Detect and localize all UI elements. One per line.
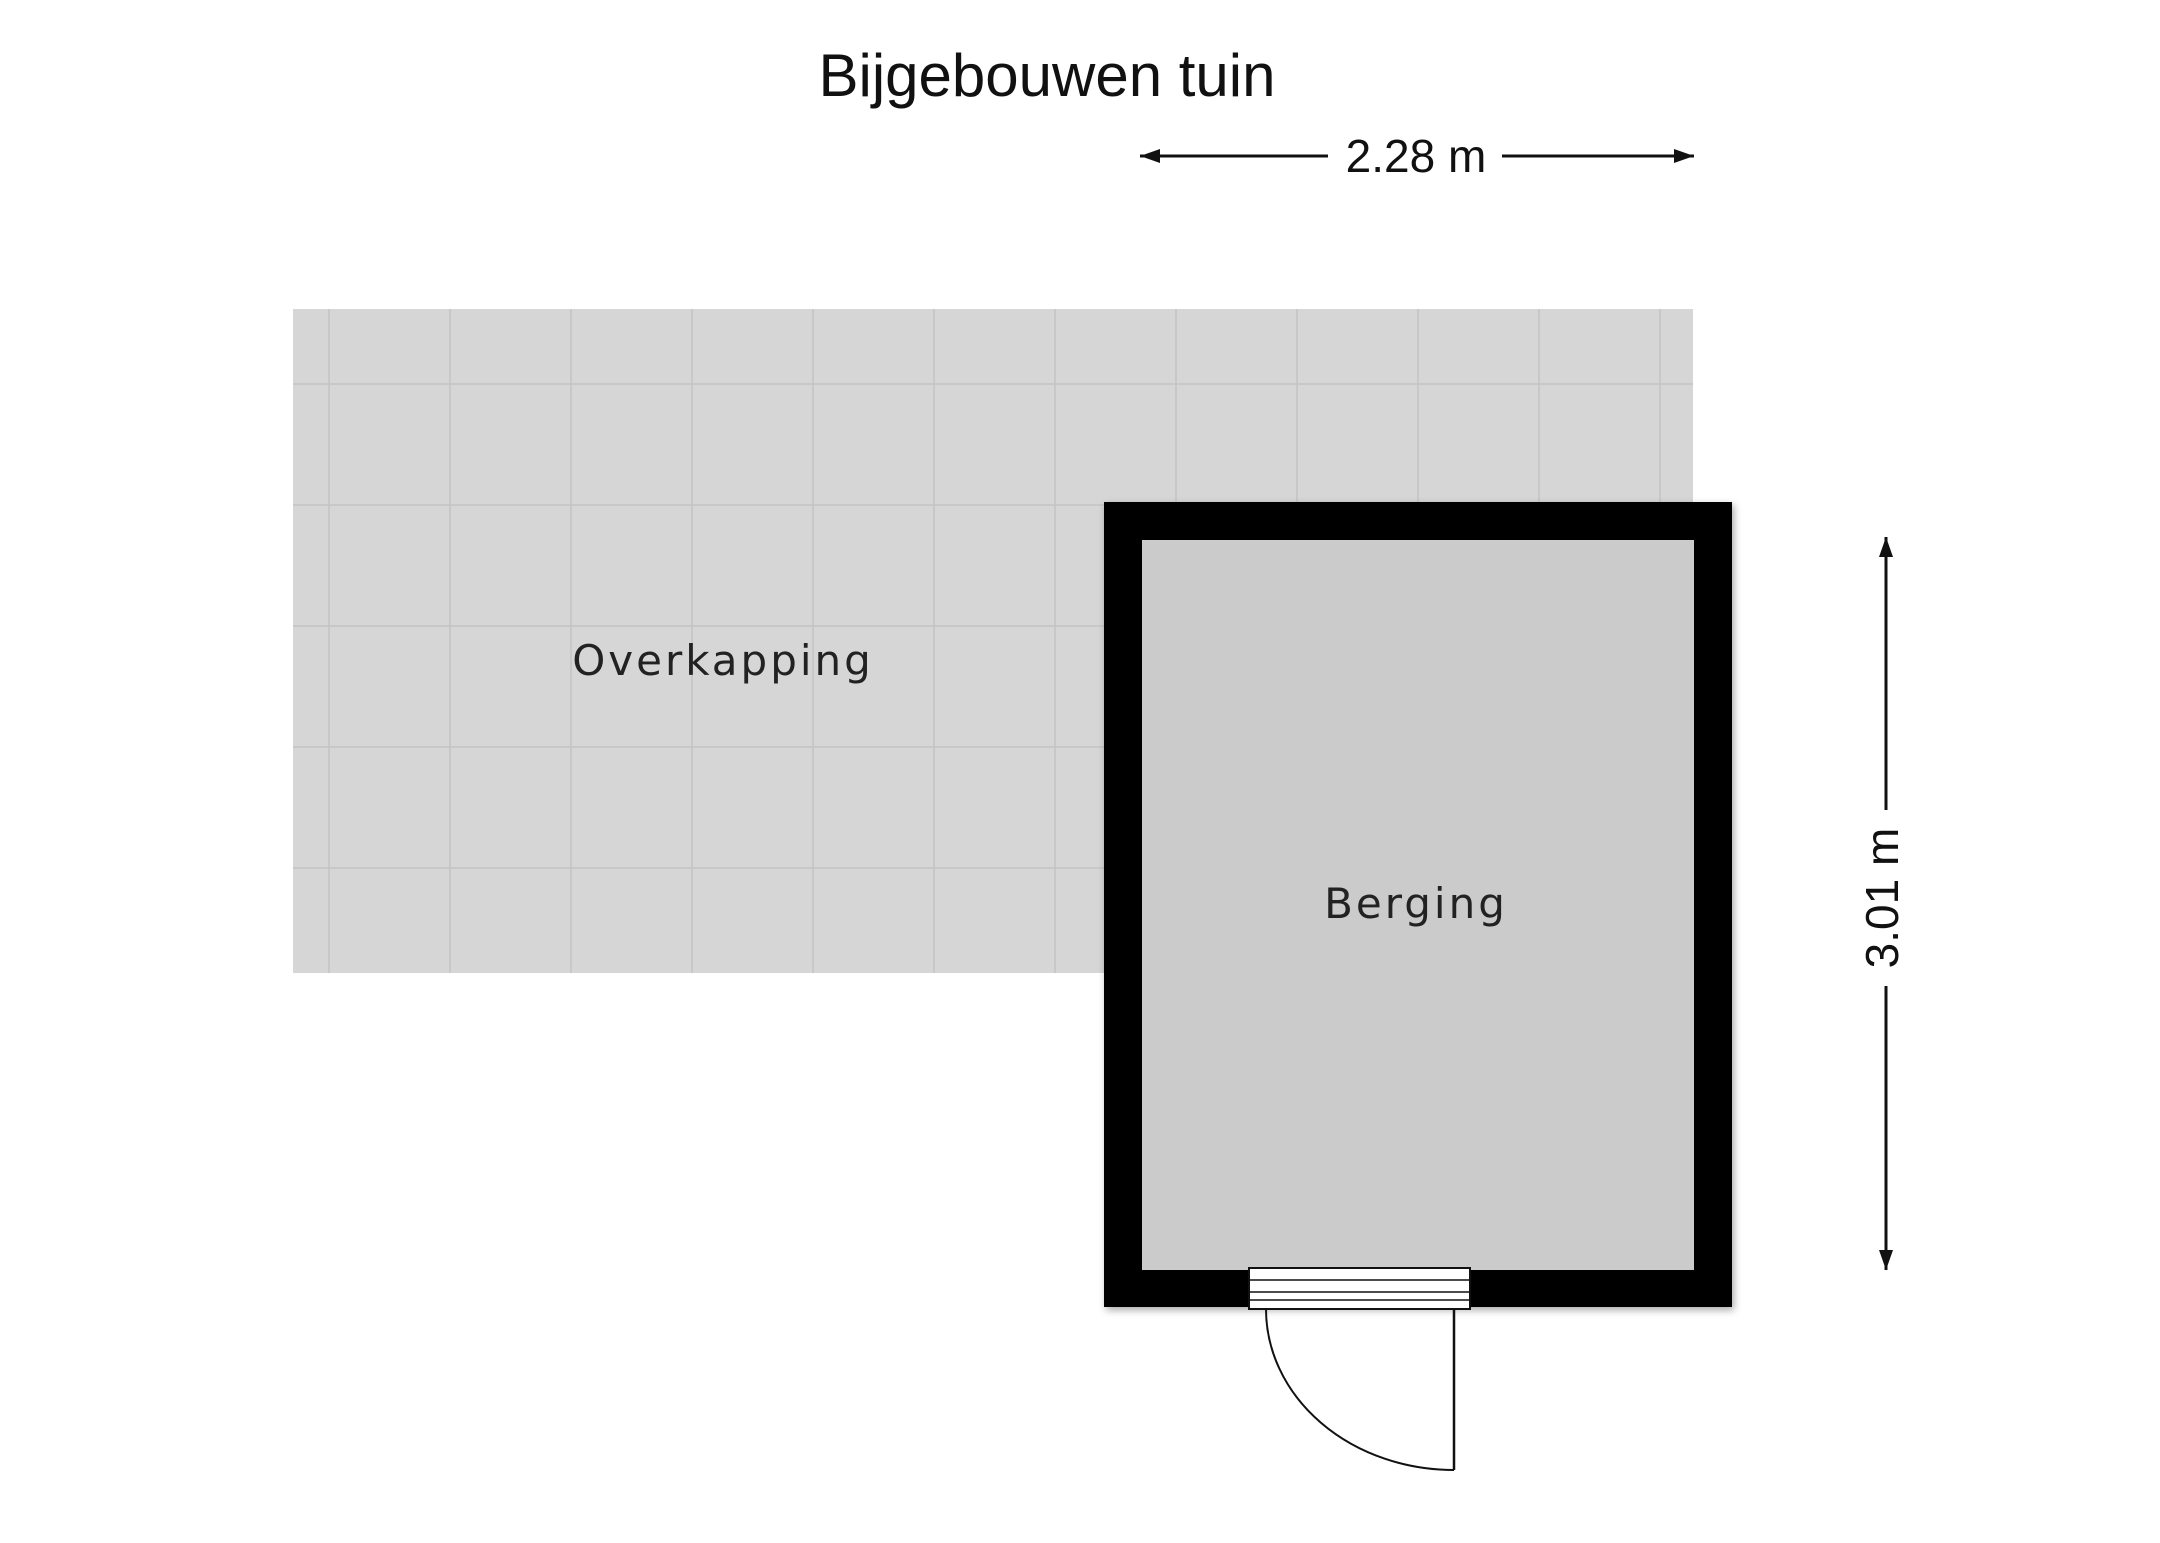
width-dimension-label: 2.28 m xyxy=(1346,130,1487,182)
door-frame xyxy=(1248,1267,1471,1310)
height-dimension: 3.01 m xyxy=(1856,537,1908,1270)
door-opening xyxy=(1249,1268,1470,1309)
door-swing-arc xyxy=(1265,1308,1455,1471)
storage-room: Berging xyxy=(1104,502,1732,1471)
plan-title: Bijgebouwen tuin xyxy=(818,42,1275,109)
door xyxy=(1248,1267,1471,1471)
storage-label: Berging xyxy=(1324,879,1508,928)
height-dimension-label: 3.01 m xyxy=(1856,828,1908,969)
storage-floor xyxy=(1142,540,1694,1270)
width-dimension: 2.28 m xyxy=(1140,130,1694,182)
covered-area-label: Overkapping xyxy=(572,636,874,685)
